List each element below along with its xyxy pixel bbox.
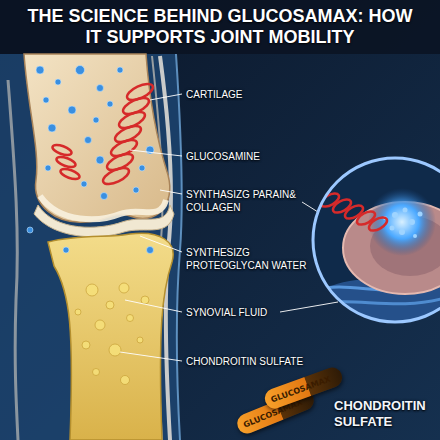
glucosamine-molecule [68, 106, 76, 114]
zoom-circle [367, 215, 389, 234]
glucosamine-molecule [139, 165, 145, 171]
collagen-helix [55, 155, 77, 169]
leg-silhouette [0, 54, 182, 440]
collagen-helix [51, 143, 73, 157]
zoom-circle [390, 226, 395, 231]
leader-line [302, 202, 318, 212]
glucosamine-molecule [133, 187, 139, 193]
leg-silhouette [0, 54, 182, 440]
glucosamine-molecule [27, 227, 33, 233]
collagen-helix [101, 165, 131, 188]
part-label: CARTILAGE [186, 88, 243, 101]
leg-silhouette [176, 54, 182, 440]
glucosamine-molecule [117, 67, 123, 73]
collagen-helix [109, 137, 139, 160]
capsule-text: GLUCOSAMAX [269, 374, 331, 404]
glucosamine-molecule [85, 137, 92, 144]
femur-bone [24, 54, 170, 222]
title-heading: THE SCIENCE BEHIND GLUCOSAMAX: HOW IT SU… [20, 6, 420, 47]
glucosamine-molecule [81, 181, 87, 187]
synovial-bubble [95, 320, 105, 330]
synovial-bubble [75, 309, 81, 315]
synovial-bubble [75, 283, 149, 385]
synovial-bubble [109, 344, 121, 356]
zoom-circle [403, 208, 408, 213]
synovial-bubble [93, 369, 100, 376]
synovial-bubble [82, 341, 90, 349]
glucosamine-molecule [76, 66, 85, 75]
part-label: CHONDROITIN SULFATE [186, 355, 303, 368]
glucosamine-molecule [36, 66, 44, 74]
zoom-circle [319, 191, 389, 234]
glucosamine-molecule [63, 247, 69, 253]
glucosamine-molecule [43, 97, 49, 103]
glucosamine-molecule [45, 165, 51, 171]
synovial-bubble [86, 284, 98, 296]
synovial-bubble [119, 283, 129, 293]
glucosamine-molecule [48, 124, 56, 132]
glucosamine-molecule [107, 101, 113, 107]
zoom-circle [392, 212, 398, 218]
zoom-circle [313, 158, 440, 322]
leader-line [120, 352, 182, 361]
leader-line [160, 190, 182, 194]
tibia-bone [48, 233, 173, 440]
part-label: CHONDROITIN SULFATE [334, 398, 438, 429]
glucosamine-molecule [147, 247, 154, 254]
zoom-circle [399, 229, 405, 235]
part-label: SYNTHESIZG PROTEOGLYCAN WATER [186, 246, 326, 272]
leader-line [120, 94, 338, 361]
glucosamine-molecule [96, 156, 104, 164]
title-band [0, 0, 440, 54]
zoom-circle [355, 209, 377, 228]
tibia-bone [48, 233, 173, 440]
leader-line [140, 236, 182, 252]
leader-line [280, 302, 338, 312]
zoom-circle [310, 188, 440, 330]
glucosamine-molecule [101, 193, 108, 200]
zoom-circle [343, 203, 365, 222]
synovial-bubble [137, 337, 143, 343]
cartilage-layer [34, 205, 174, 237]
glucosamine-molecule [27, 66, 154, 254]
glucosamine-molecule [93, 117, 99, 123]
zoom-circle [368, 188, 436, 256]
part-label: SYNTHASIZG PARAIN& COLLAGEN [186, 188, 311, 214]
leader-line [130, 150, 182, 156]
collagen-helix [105, 151, 135, 174]
zoom-circle [331, 197, 353, 216]
zoom-circle [383, 208, 423, 239]
femur-bone [24, 54, 170, 222]
collagen-helix [59, 167, 81, 181]
glucosamine-molecule [55, 79, 61, 85]
zoom-circle [413, 234, 417, 238]
zoom-circle [418, 212, 423, 217]
synovial-bubble [106, 301, 114, 309]
zoom-circle [409, 219, 415, 225]
part-label: SYNOVIAL FLUID [186, 306, 267, 319]
tendon [8, 80, 18, 440]
leader-line [150, 94, 182, 100]
synovial-bubble [127, 315, 134, 322]
collagen-helix [51, 81, 155, 188]
part-label: GLUCOSAMINE [186, 150, 260, 163]
leader-line [125, 300, 182, 312]
synovial-bubble [141, 296, 149, 304]
zoom-circle [310, 158, 440, 330]
cartilage-layer [34, 205, 174, 237]
collagen-helix [113, 123, 143, 146]
synovial-bubble [121, 376, 130, 385]
collagen-helix [121, 95, 151, 118]
collagen-helix [117, 109, 147, 132]
glucosamine-molecule [97, 85, 104, 92]
